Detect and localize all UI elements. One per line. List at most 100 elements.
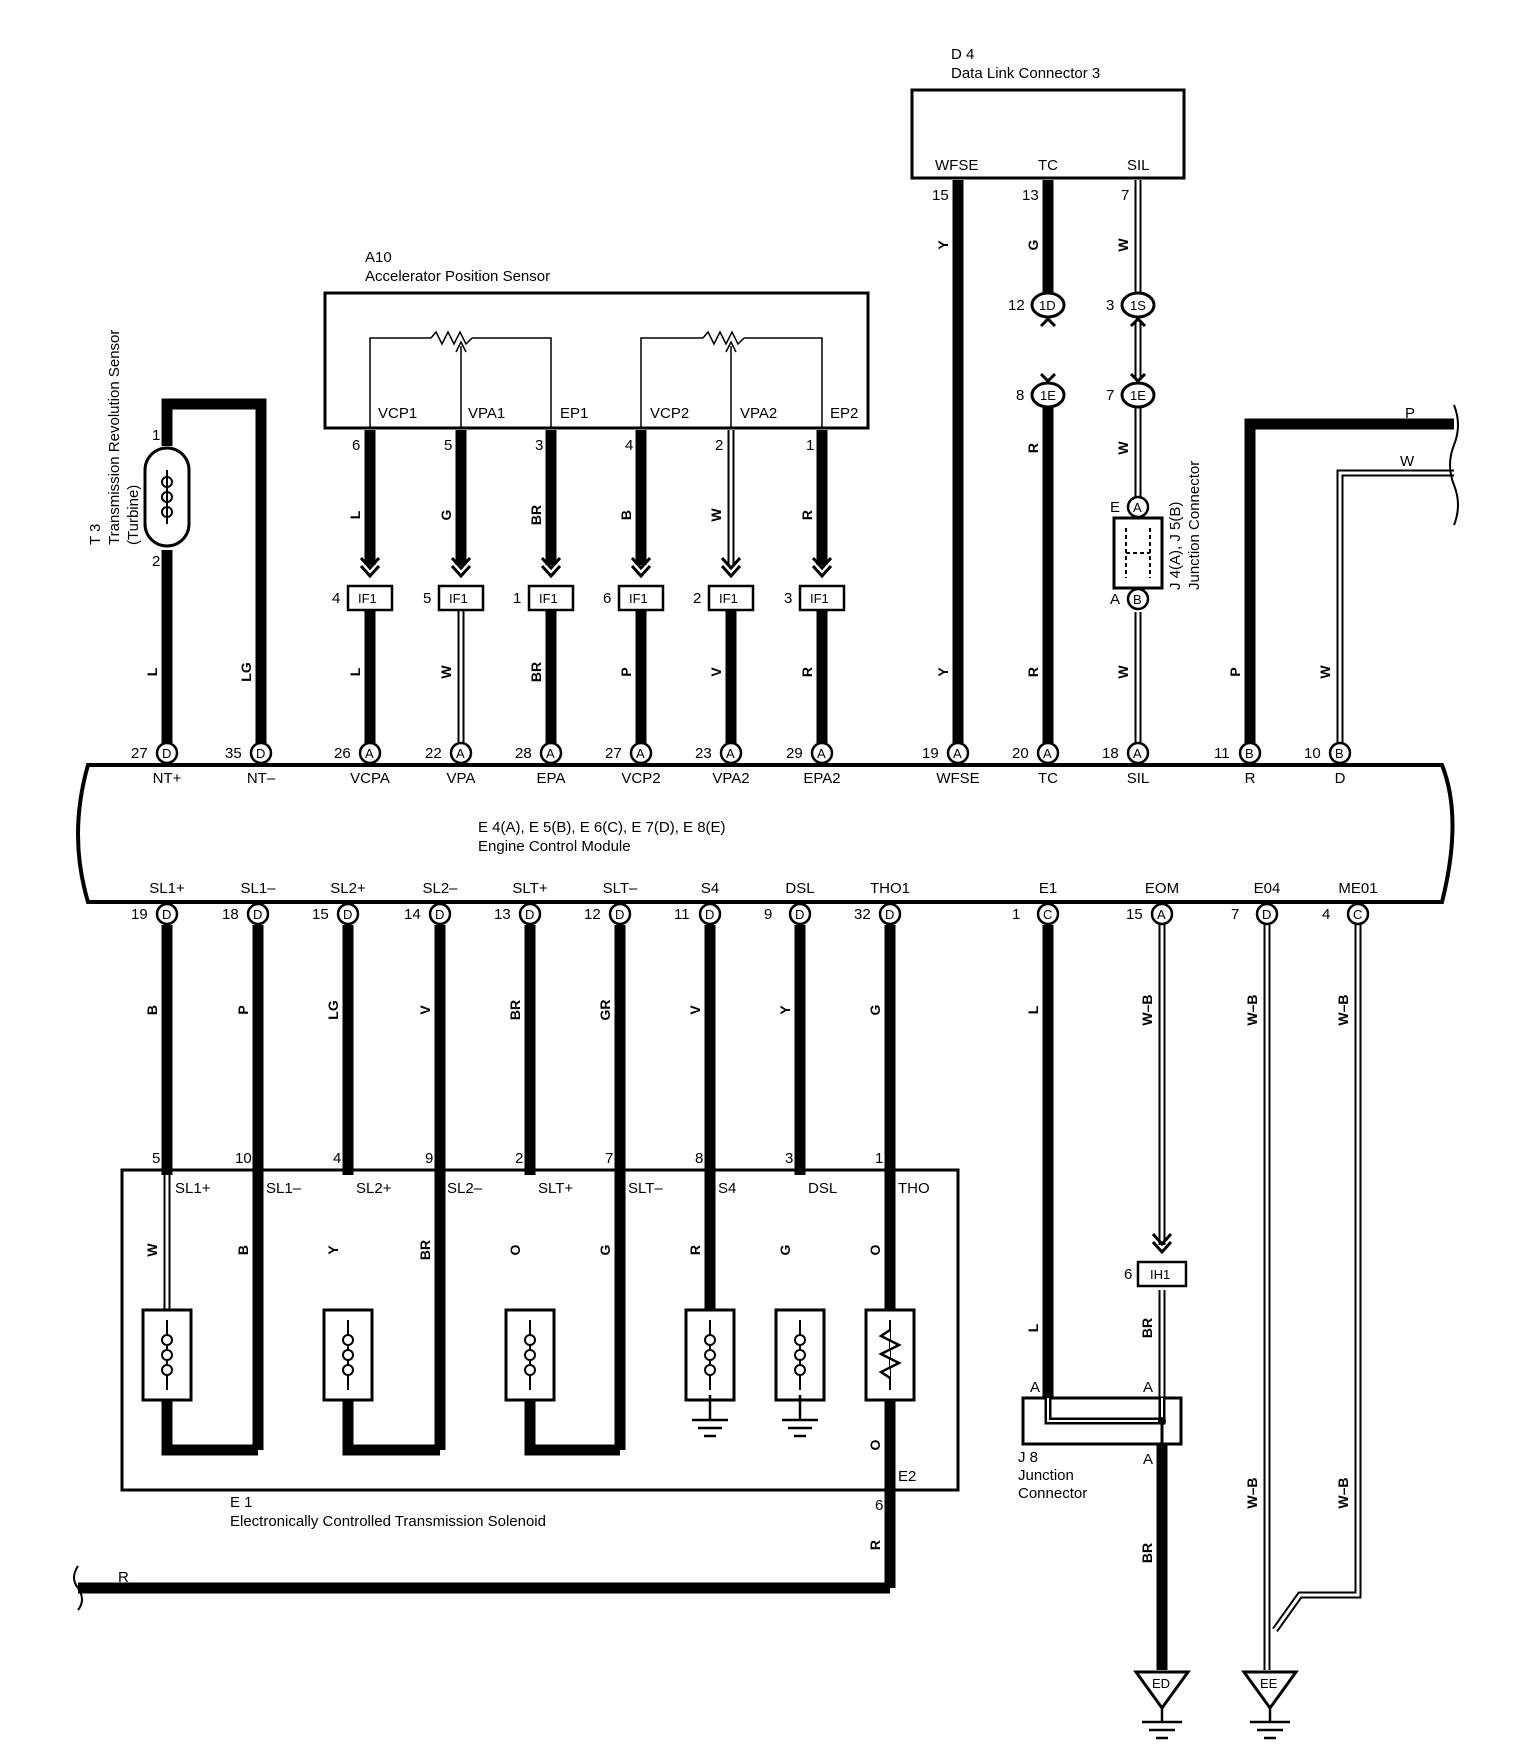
accel-sensor-id: A10 [365,249,392,266]
ecm-top-term: EPA2 [803,770,840,787]
ecm-top-pins: D27NT+D35NT–A26VCPAA22VPAA28EPAA27VCP2A2… [131,741,1352,787]
t3-pin-2: 2 [152,553,160,570]
accel-sensor-box [323,291,870,430]
e1-pin-7: 8 [695,1150,703,1167]
a10-pin-3: 3 [535,437,543,454]
t3-id: T 3 [87,524,104,545]
ecm-top-term: TC [1038,770,1058,787]
wire-color-r-right: P [1405,405,1415,422]
ecm-bottom-conn: D [885,907,894,922]
dlc3-box [910,88,1186,180]
ecm-bottom-pin: 15 [1126,906,1143,923]
ecm-top-term: WFSE [936,770,979,787]
e1-term-e2: E2 [898,1468,916,1485]
ecm-bottom-connector-icon [1150,902,1174,926]
dlc3-name: Data Link Connector 3 [951,65,1100,82]
wire-color-j8-out: BR [1139,1543,1155,1563]
wire-color-a10-upper: B [618,510,634,520]
ecm-top-pin: 35 [225,745,242,762]
ecm-bottom-pin: 32 [854,906,871,923]
j8-pin-a1: A [1030,1379,1040,1396]
ecm-bottom-conn: A [1157,907,1166,922]
ecm-bottom-conn: D [1262,907,1271,922]
junction-1e-pin: 8 [1016,387,1024,404]
ecm-bottom-connector-icon [155,902,179,926]
ecm-top-pin: 27 [605,745,622,762]
ecm-bottom-pin: 15 [312,906,329,923]
a10-pin-2: 5 [444,437,452,454]
dlc3-id: D 4 [951,46,974,63]
ecm-top-pin: 18 [1102,745,1119,762]
solenoid-name: Electronically Controlled Transmission S… [230,1513,546,1530]
ecm-bottom-term: SL2– [422,880,458,897]
ground-ed: ED [1133,1670,1191,1740]
if1-pin: 5 [423,590,431,607]
t3-pin-1: 1 [152,427,160,444]
ecm-bottom-term: SLT– [603,880,638,897]
solenoid-box [120,1168,960,1492]
ecm-bottom-connector-icon [428,902,452,926]
wire-color-sol-upper: V [417,1005,433,1015]
dlc3-term-sil: SIL [1127,157,1150,174]
wire-color-sol-lower: O [507,1244,523,1255]
ecm-bottom-conn: D [615,907,624,922]
ecm-bottom-term: EOM [1145,880,1179,897]
ecm-bottom-pin: 9 [764,906,772,923]
ecm-top-pin: 11 [1214,745,1230,762]
accel-sensor-name: Accelerator Position Sensor [365,268,550,285]
chassis-grounds [692,1395,818,1438]
ecm-bottom-term: SL1– [240,880,276,897]
ecm-box [76,763,1455,904]
wire-color-a10-upper: BR [528,505,544,525]
ecm-top-term: VCPA [350,770,390,787]
ecm-top-connector-icon [1126,741,1150,765]
j8-id: J 8 [1018,1449,1038,1466]
if1-pin: 6 [603,590,611,607]
wire-color-d-wire: W [1317,665,1333,679]
if1-label: IF1 [810,591,829,606]
ecm-top-conn: A [1043,746,1052,761]
ecm-bottom-pin: 7 [1231,906,1239,923]
wire-color-a10-lower: V [708,667,724,677]
ecm-top-pin: 19 [922,745,939,762]
solenoid-terminals: 5 10 4 9 2 7 8 3 1 SL1+ SL1– SL2+ SL2– S… [152,1150,930,1514]
j4j5-id: J 4(A), J 5(B) [1167,502,1184,590]
ecm-top-conn: A [817,746,826,761]
junction-1e-sil-label: 1E [1130,388,1146,403]
wire-color-sol-upper: BR [507,1000,523,1020]
ecm-bottom-conn: D [253,907,262,922]
ecm-bottom-connector-icon [608,902,632,926]
wire-color-sol-upper: B [144,1005,160,1015]
ecm-top-pin: 20 [1012,745,1029,762]
wire-color-sol-lower: W [144,1243,160,1257]
if1-label: IF1 [539,591,558,606]
ecm-top-pin: 10 [1304,745,1321,762]
junction-1e-sil-pin: 7 [1106,387,1114,404]
ecm-bottom-connector-icon [518,902,542,926]
wire-color-sil-mid: W [1115,441,1131,455]
coil-icon [322,1308,374,1402]
e1-term-sl2p: SL2+ [356,1180,392,1197]
e1-pin-2: 10 [235,1150,252,1167]
wire-color-t3-pos: L [144,667,160,676]
ecm-bottom-connector-icon [246,902,270,926]
ecm-top-term: SIL [1127,770,1150,787]
wire-color-e04-upper: W–B [1244,994,1260,1025]
wire-color-a10-lower: R [799,667,815,677]
ecm-top-conn: D [256,746,265,761]
wire-color-tho-return: O [867,1439,883,1450]
ecm-ids: E 4(A), E 5(B), E 6(C), E 7(D), E 8(E) [478,819,726,836]
ecm-top-connector-icon [1328,741,1352,765]
ecm-bottom-conn: C [1043,907,1052,922]
ecm-top-conn: A [636,746,645,761]
e1-pin-4: 9 [425,1150,433,1167]
ecm-top-term: VCP2 [621,770,660,787]
wire-color-r-wire: P [1227,667,1243,676]
j8-name-1: Junction [1018,1467,1074,1484]
j4j5-pin-e: E [1110,499,1120,516]
ecm-top-connector-icon [1238,741,1262,765]
wire-color-sil-lower: W [1115,665,1131,679]
if1-pin: 4 [332,590,340,607]
wire-color-a10-upper: G [438,509,454,520]
